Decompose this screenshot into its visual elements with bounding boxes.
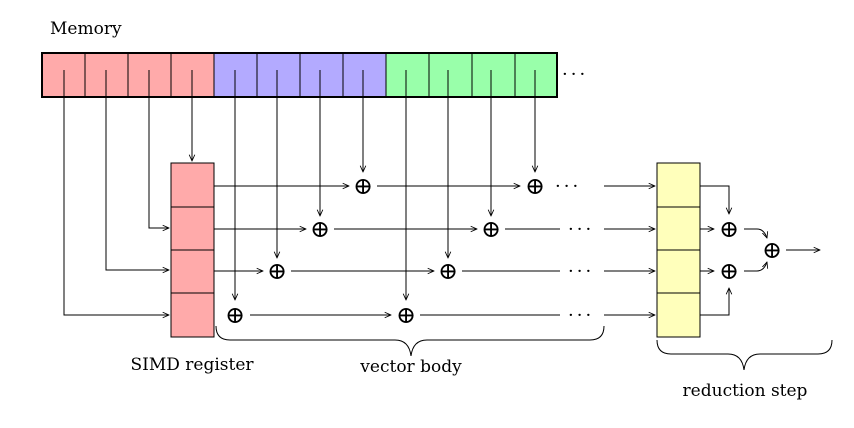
reduction-step-label: reduction step xyxy=(683,381,808,401)
plus-icon: ⊕ xyxy=(481,215,501,243)
reduction-register-lane xyxy=(656,249,701,294)
data-feed-arrows xyxy=(235,70,535,300)
vector-body-brace xyxy=(215,325,605,357)
memory-cell xyxy=(428,52,473,98)
plus-icon: ⊕ xyxy=(719,215,739,243)
memory-cell xyxy=(256,52,301,98)
plus-icon: ⊕ xyxy=(396,301,416,329)
plus-icon: ⊕ xyxy=(762,236,782,264)
lane-ellipsis: ··· xyxy=(568,261,594,282)
plus-icon: ⊕ xyxy=(310,215,330,243)
simd-register xyxy=(170,162,215,338)
plus-icon: ⊕ xyxy=(225,301,245,329)
lane-ellipsis: ··· xyxy=(555,176,581,197)
load-arrows xyxy=(63,70,192,315)
reduction-register-lane xyxy=(656,206,701,251)
vector-body-adders: ⊕ ⊕ ⊕ ⊕ ⊕ ⊕ ⊕ ⊕ xyxy=(225,172,545,329)
memory-cell xyxy=(514,52,558,98)
vector-body-label: vector body xyxy=(359,357,462,377)
memory-cell xyxy=(342,52,387,98)
memory-row xyxy=(41,52,558,98)
plus-icon: ⊕ xyxy=(353,172,373,200)
plus-icon: ⊕ xyxy=(525,172,545,200)
memory-label: Memory xyxy=(50,19,122,39)
simd-register-lane xyxy=(170,206,215,251)
lane-ellipses: ··· ··· ··· ··· xyxy=(555,176,594,326)
plus-icon: ⊕ xyxy=(719,257,739,285)
reduction-arrows xyxy=(700,185,820,316)
simd-register-lane xyxy=(170,162,215,208)
reduction-register-lane xyxy=(656,162,701,208)
simd-register-lane xyxy=(170,249,215,294)
plus-icon: ⊕ xyxy=(267,257,287,285)
memory-cell xyxy=(299,52,344,98)
plus-icon: ⊕ xyxy=(438,257,458,285)
reduction-step-brace xyxy=(656,339,833,371)
memory-ellipsis: ··· xyxy=(562,64,588,85)
memory-border xyxy=(41,52,558,98)
reduction-register xyxy=(656,162,701,338)
simd-register-label: SIMD register xyxy=(130,355,254,375)
simd-register-lane xyxy=(170,292,215,338)
memory-cell xyxy=(471,52,516,98)
reduction-register-lane xyxy=(656,292,701,338)
lane-ellipsis: ··· xyxy=(568,305,594,326)
memory-cell xyxy=(385,52,430,98)
lane-arrows xyxy=(214,186,655,315)
reduction-adders: ⊕ ⊕ ⊕ xyxy=(719,215,782,285)
lane-ellipsis: ··· xyxy=(568,219,594,240)
